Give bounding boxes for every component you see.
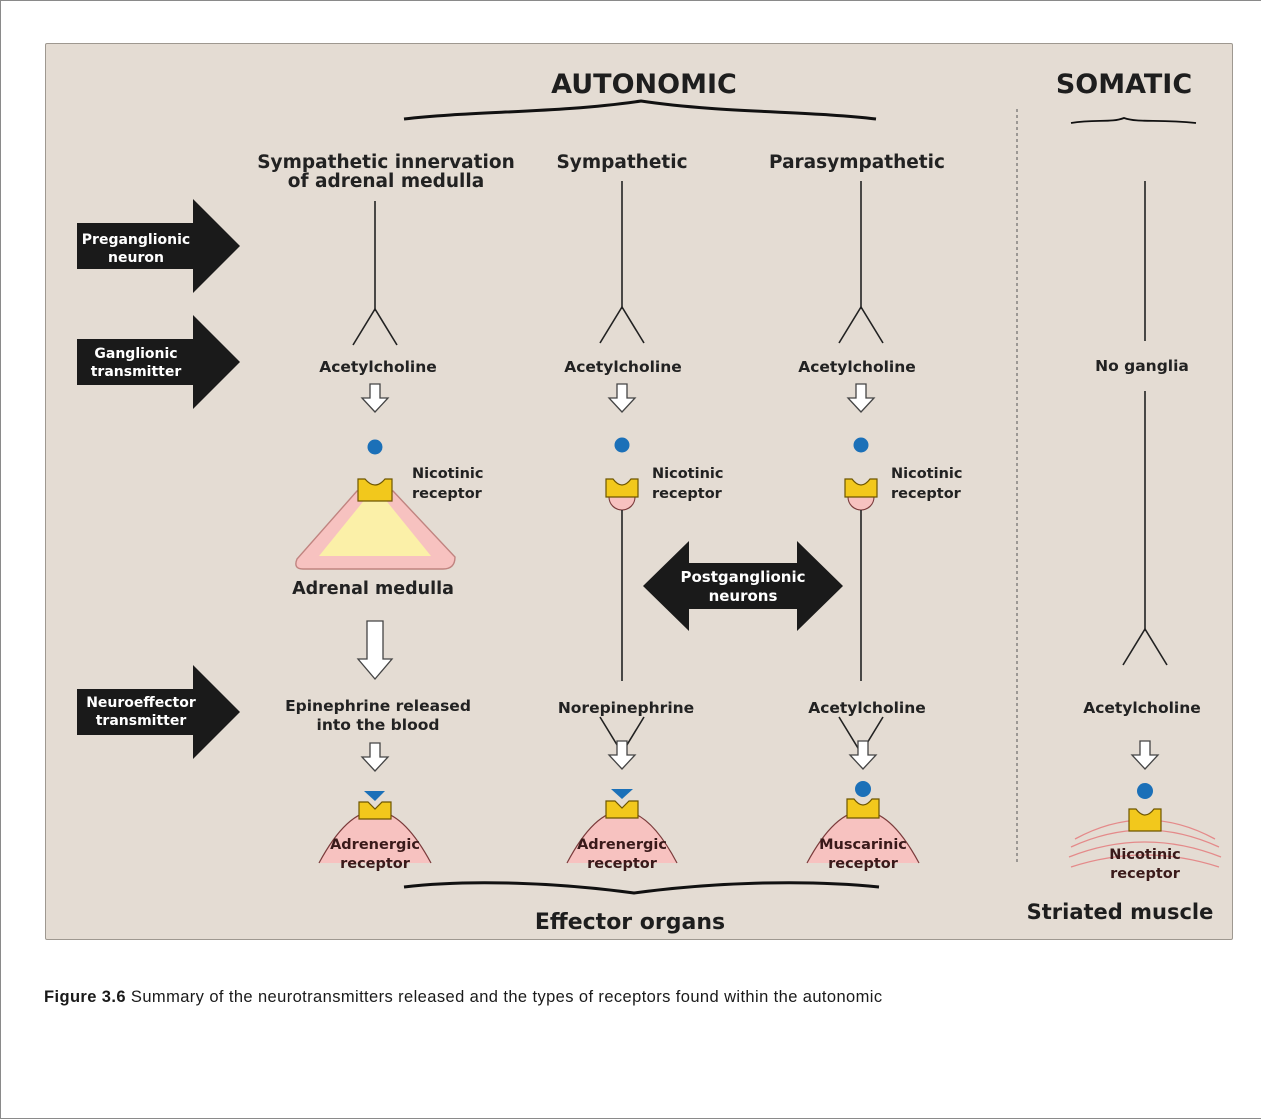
neuroeffector-arrow: Neuroeffector transmitter — [77, 665, 240, 759]
svg-text:Nicotinic: Nicotinic — [652, 466, 723, 482]
ach-adrenal-label: Acetylcholine — [319, 358, 437, 376]
figure-caption: Figure 3.6 Summary of the neurotransmitt… — [44, 988, 1254, 1007]
svg-text:Preganglionic: Preganglionic — [82, 232, 190, 248]
svg-text:transmitter: transmitter — [96, 713, 187, 729]
autonomic-heading: AUTONOMIC — [551, 69, 737, 100]
muscarinic-receptor — [846, 798, 880, 819]
sympathetic-column-title: Sympathetic — [556, 152, 687, 173]
svg-text:receptor: receptor — [340, 856, 411, 872]
epinephrine-molecule — [364, 791, 385, 801]
svg-text:Neuroeffector: Neuroeffector — [86, 695, 196, 711]
svg-text:Adrenergic: Adrenergic — [330, 837, 420, 853]
adrenergic-receptor — [358, 801, 392, 820]
striated-muscle-label: Striated muscle — [1027, 900, 1214, 924]
epinephrine-label: Epinephrine released — [285, 697, 471, 715]
svg-text:neurons: neurons — [709, 587, 778, 605]
somatic-column: No ganglia Acetylcholine Nicotinic recep… — [1068, 181, 1222, 882]
adrenal-column-title-2: of adrenal medulla — [288, 171, 484, 192]
somatic-brace — [1070, 117, 1197, 124]
svg-text:Postganglionic: Postganglionic — [681, 568, 806, 586]
adrenal-column: Acetylcholine Nicotinic receptor Adrenal… — [285, 201, 483, 872]
svg-text:neuron: neuron — [108, 250, 164, 266]
svg-text:receptor: receptor — [891, 486, 962, 502]
ach-sympathetic-label: Acetylcholine — [564, 358, 682, 376]
svg-text:transmitter: transmitter — [91, 364, 182, 380]
adrenal-column-title: Sympathetic innervation — [257, 152, 515, 173]
svg-text:Ganglionic: Ganglionic — [94, 346, 177, 362]
svg-text:Nicotinic: Nicotinic — [1109, 847, 1180, 863]
norepinephrine-label: Norepinephrine — [558, 699, 694, 717]
adrenergic-receptor — [605, 800, 639, 819]
nicotinic-receptor — [605, 478, 639, 498]
figure-panel: AUTONOMIC SOMATIC Sympathetic innervatio… — [45, 43, 1233, 940]
somatic-heading: SOMATIC — [1056, 69, 1192, 100]
caption-text: Summary of the neurotransmitters release… — [125, 988, 883, 1006]
svg-text:receptor: receptor — [587, 856, 658, 872]
autonomic-brace — [403, 99, 877, 121]
svg-text:receptor: receptor — [652, 486, 723, 502]
svg-text:Nicotinic: Nicotinic — [412, 466, 483, 482]
ach-somatic-label: Acetylcholine — [1083, 699, 1201, 717]
svg-text:into the blood: into the blood — [317, 716, 440, 734]
nicotinic-receptor — [357, 478, 393, 502]
adrenal-medulla-label: Adrenal medulla — [292, 579, 454, 599]
effector-organs-label: Effector organs — [535, 910, 725, 935]
ach-molecule — [367, 439, 383, 455]
svg-text:receptor: receptor — [828, 856, 899, 872]
nicotinic-receptor — [1128, 808, 1162, 832]
nicotinic-receptor — [844, 478, 878, 498]
parasympathetic-column: Acetylcholine Nicotinic receptor Acetylc… — [798, 181, 962, 872]
svg-text:Muscarinic: Muscarinic — [819, 837, 907, 853]
ach-para-effector-label: Acetylcholine — [808, 699, 926, 717]
svg-text:Nicotinic: Nicotinic — [891, 466, 962, 482]
preganglionic-arrow: Preganglionic neuron — [77, 199, 240, 293]
postganglionic-arrow: Postganglionic neurons — [643, 541, 843, 631]
figure-number: Figure 3.6 — [44, 988, 126, 1006]
parasympathetic-column-title: Parasympathetic — [769, 152, 945, 173]
neurotransmitter-diagram: AUTONOMIC SOMATIC Sympathetic innervatio… — [77, 69, 1222, 935]
svg-text:receptor: receptor — [1110, 866, 1181, 882]
svg-text:receptor: receptor — [412, 486, 483, 502]
striated-muscle-fibers — [1068, 819, 1222, 868]
svg-text:Adrenergic: Adrenergic — [577, 837, 667, 853]
sympathetic-column: Acetylcholine Nicotinic receptor Norepin… — [558, 181, 723, 872]
ganglionic-arrow: Ganglionic transmitter — [77, 315, 240, 409]
no-ganglia-label: No ganglia — [1095, 357, 1189, 375]
effector-brace — [403, 881, 880, 895]
ach-parasympathetic-label: Acetylcholine — [798, 358, 916, 376]
